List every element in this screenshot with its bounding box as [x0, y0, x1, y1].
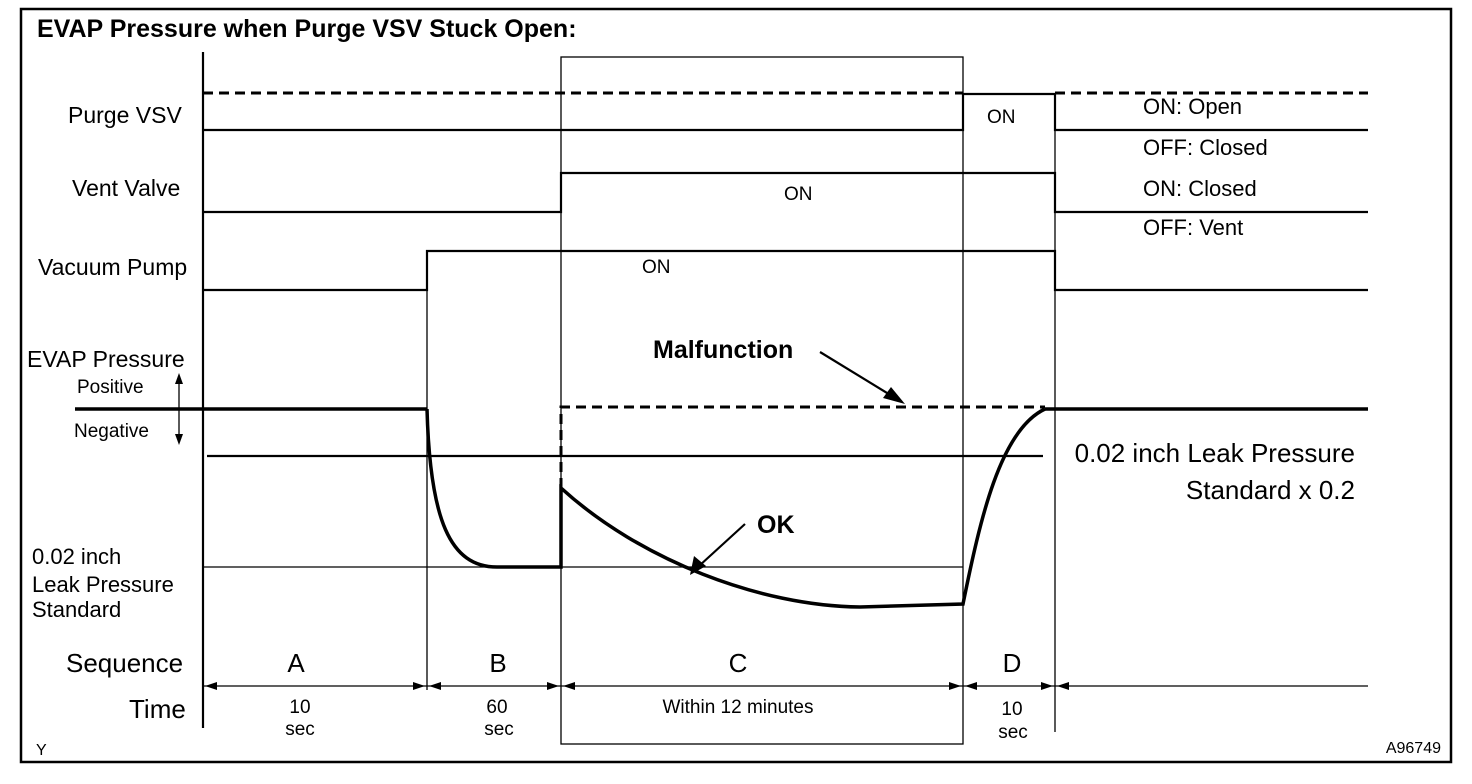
pressure-arrow-up-head [175, 373, 183, 384]
vacuum-pump-label: Vacuum Pump [38, 254, 187, 280]
evap-ok-pressure-curve [425, 407, 1046, 609]
time-b-value: 60 [486, 697, 507, 718]
pressure-negative-label: Negative [74, 421, 149, 442]
leak-standard-label-line3: Standard [32, 597, 121, 622]
vent-on-legend: ON: Closed [1143, 176, 1257, 201]
corner-left-label: Y [36, 742, 47, 759]
sequence-label: Sequence [66, 648, 183, 678]
ok-arrow-head [690, 556, 706, 575]
time-a-unit: sec [285, 719, 315, 740]
leak-standard-label-line2: Leak Pressure [32, 572, 174, 597]
leak-x02-label-line1: 0.02 inch Leak Pressure [1075, 438, 1355, 468]
vent-off-legend: OFF: Vent [1143, 215, 1243, 240]
malfunction-arrow-head [883, 387, 905, 404]
purge-off-legend: OFF: Closed [1143, 135, 1268, 160]
pressure-arrow-down-head [175, 434, 183, 445]
time-b-unit: sec [484, 719, 514, 740]
leak-standard-label-line1: 0.02 inch [32, 544, 121, 569]
time-label: Time [129, 694, 186, 724]
purge-vsv-trace [203, 92, 1368, 132]
ok-arrow [698, 523, 746, 567]
purge-vsv-label: Purge VSV [68, 102, 182, 128]
vacuum-pump-on-label: ON [642, 257, 671, 278]
vent-valve-on-label: ON [784, 184, 813, 205]
pressure-positive-label: Positive [77, 377, 144, 398]
time-segment-arrows [205, 682, 1069, 690]
phase-c-box [560, 56, 964, 745]
sequence-step-d: D [1003, 648, 1022, 678]
malfunction-label: Malfunction [653, 336, 793, 364]
malfunction-arrow [819, 351, 893, 397]
sequence-step-c: C [729, 648, 748, 678]
vacuum-pump-trace [203, 249, 1368, 292]
purge-vsv-on-label: ON [987, 107, 1016, 128]
time-a-value: 10 [289, 697, 310, 718]
leak-x02-label-line2: Standard x 0.2 [1186, 475, 1355, 505]
vent-valve-trace [203, 171, 1368, 214]
diagram-title: EVAP Pressure when Purge VSV Stuck Open: [37, 15, 577, 43]
time-d-value: 10 [1001, 699, 1022, 720]
diagram-border [19, 7, 1453, 764]
figure-id: A96749 [1386, 740, 1441, 757]
vent-valve-label: Vent Valve [72, 175, 180, 201]
evap-pressure-label: EVAP Pressure [27, 346, 185, 372]
sequence-step-a: A [287, 648, 305, 678]
sequence-step-b: B [489, 648, 506, 678]
purge-on-legend: ON: Open [1143, 94, 1242, 119]
ok-label: OK [757, 511, 795, 539]
time-d-unit: sec [998, 722, 1028, 743]
evap-malfunction-trace [559, 405, 1045, 488]
time-c-value: Within 12 minutes [662, 697, 813, 718]
